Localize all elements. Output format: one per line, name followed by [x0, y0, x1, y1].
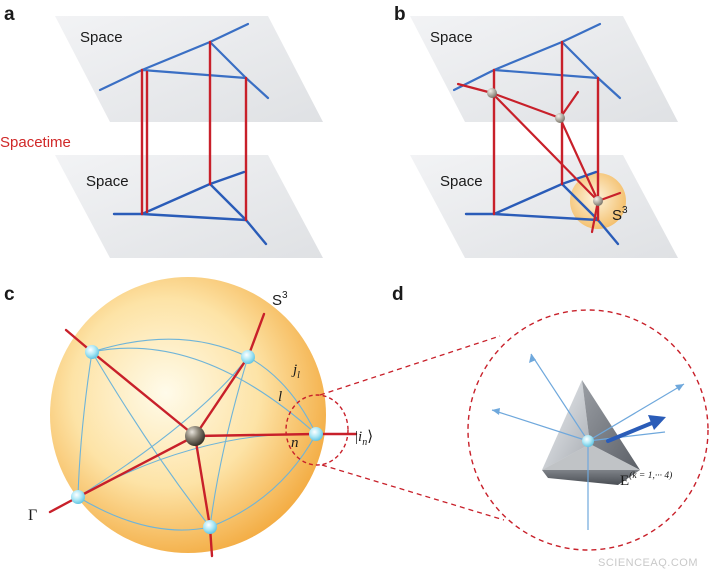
- panel-a-spacetime-label: Spacetime: [0, 134, 71, 151]
- panel-d-tetra-left-face: [542, 380, 590, 470]
- panel-c-node-5: [203, 520, 217, 534]
- panel-c-s3-sphere: [50, 277, 326, 553]
- panel-b-node-2: [555, 113, 565, 123]
- panel-a-spacetime-edges: [140, 40, 248, 222]
- panel-b-dual-graph: [456, 82, 622, 234]
- panel-d-flux-arrow: [606, 421, 654, 443]
- panel-c-n-label: n: [291, 435, 299, 451]
- panel-c-gamma-label: Γ: [28, 507, 37, 524]
- panel-a-space-bottom-label: Space: [86, 173, 129, 190]
- panel-c-node-3: [309, 427, 323, 441]
- panel-d-tetra-right-face: [582, 380, 640, 470]
- panel-b-node-1: [487, 88, 497, 98]
- panel-c-spin-edges: [48, 312, 358, 558]
- panel-b-node-3: [593, 196, 603, 206]
- panel-d-tetra-front-face: [542, 444, 640, 470]
- panel-d-e-label: E(k = 1,··· 4): [620, 470, 672, 489]
- panel-d-tetra-base: [542, 470, 640, 485]
- panel-b-s3-label: S3: [612, 205, 628, 224]
- panel-a-top-graph: [98, 22, 270, 100]
- watermark: SCIENCEAQ.COM: [598, 557, 698, 569]
- panel-d-zoom-connectors: [319, 335, 505, 521]
- panel-b-space-top-label: Space: [430, 29, 473, 46]
- panel-c-tetrahedron-edges: [77, 338, 317, 531]
- panel-d-center-node: [582, 435, 594, 447]
- panel-c-jl-label: jl: [291, 362, 300, 381]
- panel-b-bottom-plane: [410, 155, 678, 258]
- panel-d-letter: d: [392, 284, 404, 305]
- panel-b: b Space Space: [394, 4, 678, 258]
- panel-a-bottom-plane: [55, 155, 323, 258]
- panel-a: a Space Space Spacetime: [0, 4, 323, 258]
- panel-a-space-top-label: Space: [80, 29, 123, 46]
- panel-c-letter: c: [4, 284, 15, 305]
- panel-d: d E(k = 1,··· 4): [319, 284, 709, 551]
- panel-a-top-plane: [55, 16, 323, 122]
- panel-d-flux-arrow-head: [648, 415, 666, 430]
- panel-b-bottom-graph: [464, 170, 620, 246]
- panel-d-tetrahedron: [542, 380, 640, 485]
- panel-d-vector-heads: [492, 354, 684, 415]
- panel-c-center-vertex: [185, 426, 205, 446]
- panel-b-space-bottom-label: Space: [440, 173, 483, 190]
- panel-c: c: [4, 277, 373, 558]
- panel-a-bottom-graph: [112, 170, 268, 246]
- panel-c-zoom-circle: [285, 394, 349, 466]
- panel-b-top-graph: [452, 22, 622, 100]
- panel-c-node-2: [241, 350, 255, 364]
- panel-c-s3-label: S3: [272, 290, 288, 309]
- panel-c-node-4: [71, 490, 85, 504]
- panel-c-ket-label: |in⟩: [355, 429, 373, 448]
- panel-b-letter: b: [394, 4, 406, 25]
- panel-c-l-label: l: [278, 389, 282, 405]
- panel-b-top-plane: [410, 16, 678, 122]
- panel-c-node-1: [85, 345, 99, 359]
- panel-a-letter: a: [4, 4, 15, 25]
- panel-d-normal-vectors: [491, 353, 685, 530]
